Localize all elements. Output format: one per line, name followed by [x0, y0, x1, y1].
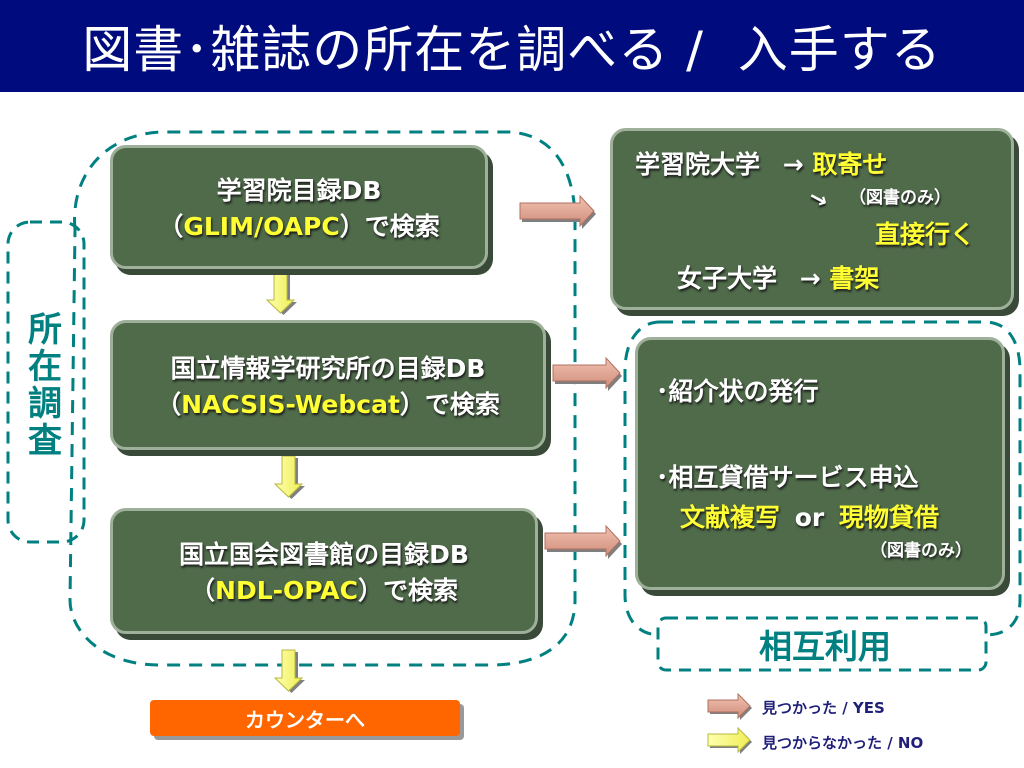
right-arrow-icon: →	[799, 264, 821, 293]
books-only-note: （図書のみ）	[870, 541, 972, 561]
side-bracket	[6, 220, 86, 544]
slide-title: 図書･雑誌の所在を調べる / 入手する	[82, 21, 942, 79]
yes-arrow-2	[552, 356, 622, 391]
access-box: 学習院大学 → 取寄せ （図書のみ） → 直接行く 女子大学 → 書架	[610, 128, 1014, 310]
ill-box: ･紹介状の発行 ･相互貸借サービス申込 文献複写 or 現物貸借 （図書のみ）	[635, 337, 1005, 590]
yes-arrow-1	[519, 194, 596, 229]
referral-letter-item: ･紹介状の発行	[656, 377, 819, 406]
right-arrow-icon: →	[782, 150, 804, 179]
gakushuin-univ-row: 学習院大学 → 取寄せ	[635, 150, 888, 179]
womens-univ-row: 女子大学 → 書架	[677, 264, 880, 293]
db-name-highlight: NDL-OPAC	[215, 576, 358, 605]
ill-options-row: 文献複写 or 現物貸借	[680, 503, 939, 532]
box-title: 国立国会図書館の目録DB	[179, 540, 469, 569]
ill-request-item: ･相互貸借サービス申込	[656, 463, 919, 492]
no-arrow-1	[265, 271, 297, 315]
legend-yes-arrow	[707, 692, 752, 720]
title-bar: 図書･雑誌の所在を調べる / 入手する	[0, 0, 1024, 92]
no-arrow-2	[273, 455, 305, 499]
books-only-note: （図書のみ）	[849, 188, 951, 208]
nii-catalog-box: 国立情報学研究所の目録DB （NACSIS-Webcat）で検索	[110, 320, 546, 450]
go-to-counter-button[interactable]: カウンターへ	[150, 700, 460, 736]
mutual-use-frame	[656, 616, 988, 672]
legend-no-arrow	[707, 726, 752, 754]
db-name-highlight: NACSIS-Webcat	[181, 390, 400, 419]
no-arrow-3	[273, 649, 305, 693]
box-subtitle: （GLIM/OAPC）で検索	[158, 212, 440, 241]
mutual-use-label: 相互利用	[759, 627, 891, 666]
legend-found: 見つかった / YES	[762, 699, 885, 717]
db-name-highlight: GLIM/OAPC	[183, 212, 340, 241]
legend-not-found: 見つからなかった / NO	[762, 734, 924, 752]
side-label-location-search: 所在調査	[28, 310, 62, 461]
diagonal-arrow-icon: →	[804, 184, 833, 215]
visit-directly: 直接行く	[875, 220, 976, 249]
box-title: 国立情報学研究所の目録DB	[170, 354, 486, 383]
search-group-outline	[68, 130, 577, 667]
box-title: 学習院目録DB	[216, 176, 382, 205]
yes-arrow-3	[544, 524, 622, 559]
ndl-catalog-box: 国立国会図書館の目録DB （NDL-OPAC）で検索	[110, 508, 538, 634]
box-subtitle: （NACSIS-Webcat）で検索	[156, 390, 500, 419]
gakushuin-catalog-box: 学習院目録DB （GLIM/OAPC）で検索	[110, 145, 488, 269]
box-subtitle: （NDL-OPAC）で検索	[190, 576, 458, 605]
